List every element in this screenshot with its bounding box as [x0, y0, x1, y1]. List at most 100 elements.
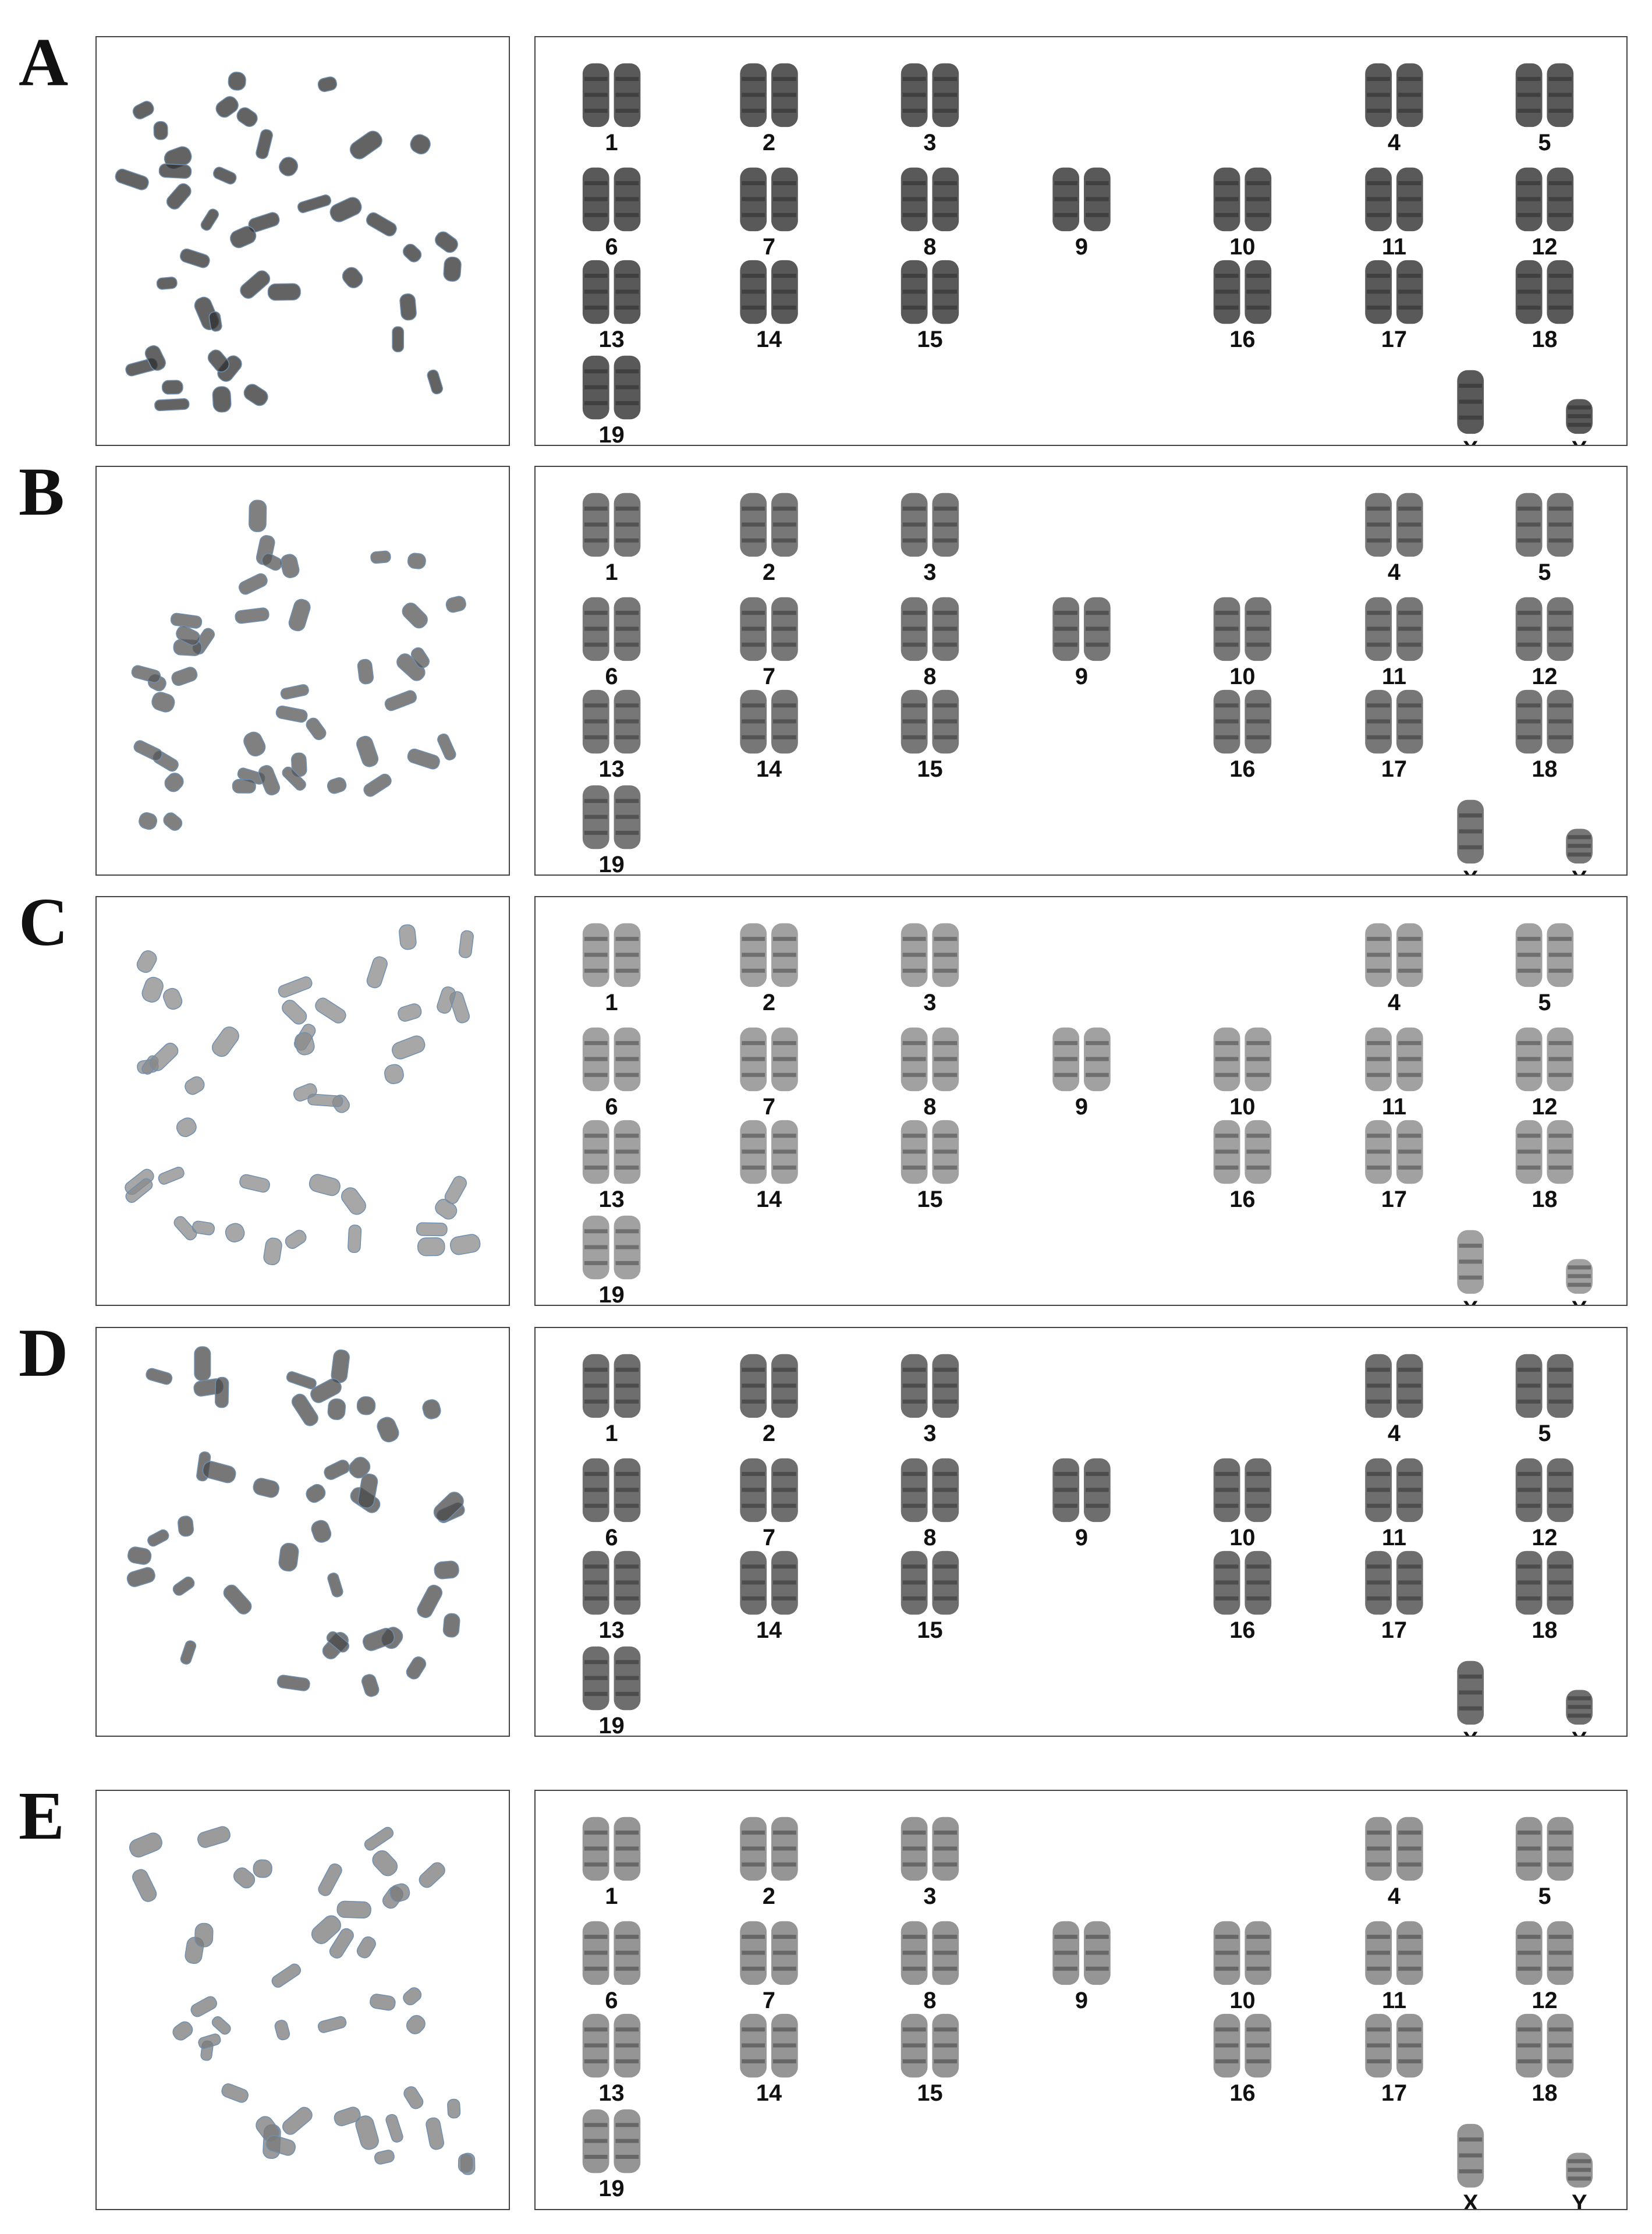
chromosome-blob — [377, 1417, 399, 1443]
chromosome-band — [615, 1399, 639, 1404]
chromosome-band — [934, 703, 958, 708]
chromosome-band — [615, 2059, 639, 2063]
chromosome-band — [615, 274, 639, 278]
chromosome-band — [934, 1057, 958, 1061]
chromosome-band — [615, 1165, 639, 1170]
chromosome-band — [615, 1691, 639, 1696]
chromosome-band — [1246, 181, 1270, 186]
chromosome-blob — [372, 1850, 398, 1877]
chromosome-blob — [265, 2135, 296, 2156]
chromosome-blob — [410, 134, 431, 155]
chromosome-blob — [434, 1560, 459, 1580]
chromosome-band — [584, 815, 608, 819]
chromosome-band — [773, 642, 796, 647]
chromosome-band — [584, 611, 608, 615]
chromosome-band — [773, 1488, 796, 1492]
chromosome-blob — [406, 2015, 426, 2034]
chromosome-band — [773, 611, 796, 615]
chromosome-12 — [1547, 597, 1574, 661]
chromosome-14 — [740, 2013, 767, 2078]
chromosome-band — [1517, 1950, 1541, 1955]
chromosome-blob — [318, 2016, 347, 2033]
chromosome-band — [934, 1862, 958, 1867]
chromosome-label-16: 16 — [1229, 2080, 1255, 2106]
chromosome-band — [1367, 1472, 1390, 1477]
chromosome-blob — [280, 684, 309, 700]
chromosome-band — [772, 1831, 796, 1835]
chromosome-band — [1246, 213, 1270, 217]
chromosome-band — [1517, 1149, 1541, 1154]
chromosome-band — [902, 108, 926, 113]
chromosome-15 — [901, 1120, 928, 1184]
chromosome-label-10: 10 — [1229, 1988, 1255, 2013]
chromosome-band — [615, 1368, 639, 1372]
chromosome-band — [1517, 1580, 1541, 1585]
chromosome-band — [584, 2123, 608, 2127]
chromosome-band — [902, 213, 926, 217]
chromosome-band — [934, 626, 958, 631]
chromosome-label-10: 10 — [1229, 664, 1255, 689]
metaphase-spread-image — [95, 896, 510, 1306]
panel-letter: C — [19, 884, 69, 960]
chromosome-band — [1085, 1950, 1109, 1955]
chromosome-band — [1085, 197, 1109, 201]
chromosome-band — [902, 642, 926, 647]
chromosome-13 — [614, 260, 641, 324]
chromosome-blob — [444, 1176, 467, 1205]
chromosome-band — [773, 1057, 796, 1061]
chromosome-band — [1517, 213, 1541, 217]
chromosome-band — [1517, 1966, 1541, 1971]
chromosome-band — [1398, 1057, 1421, 1061]
chromosome-band — [615, 1057, 639, 1061]
chromosome-label-11: 11 — [1382, 234, 1406, 260]
chromosome-band — [615, 1676, 639, 1680]
chromosome-blob — [309, 1174, 341, 1196]
chromosome-label-8: 8 — [923, 234, 936, 260]
chromosome-band — [1085, 642, 1109, 647]
chromosome-3 — [901, 63, 928, 128]
metaphase-spread-image — [95, 36, 510, 446]
chromosome-16 — [1245, 689, 1272, 754]
chromosome-1 — [614, 493, 641, 557]
chromosome-blob — [253, 1478, 279, 1498]
chromosome-blob — [392, 1035, 426, 1060]
chromosome-band — [615, 385, 639, 390]
chromosome-band — [773, 1399, 796, 1404]
chromosome-label-6: 6 — [605, 664, 618, 689]
chromosome-band — [773, 719, 796, 724]
chromosome-band — [934, 968, 958, 973]
chromosome-band — [902, 1149, 926, 1154]
chromosome-band — [1246, 1149, 1270, 1154]
chromosome-label-18: 18 — [1532, 756, 1557, 782]
chromosome-blob — [406, 1656, 427, 1680]
chromosome-band — [584, 1831, 608, 1835]
chromosome-blob — [311, 1520, 332, 1543]
chromosome-blob — [318, 1863, 342, 1896]
chromosome-14 — [740, 1550, 767, 1615]
chromosome-label-7: 7 — [763, 1988, 775, 2013]
chromosome-label-17: 17 — [1381, 2080, 1407, 2106]
chromosome-18 — [1547, 689, 1574, 754]
chromosome-band — [1568, 1265, 1591, 1270]
chromosome-label-11: 11 — [1382, 1988, 1406, 2013]
chromosome-19 — [582, 1646, 609, 1711]
chromosome-11 — [1396, 1458, 1423, 1523]
chromosome-8 — [901, 167, 928, 232]
chromosome-blob — [154, 398, 190, 412]
chromosome-band — [1548, 2043, 1572, 2048]
chromosome-blob — [282, 2106, 313, 2135]
chromosome-band — [902, 1935, 926, 1939]
chromosome-18 — [1515, 689, 1543, 754]
chromosome-blob — [384, 1064, 404, 1084]
chromosome-band — [1054, 1966, 1078, 1971]
chromosome-band — [1367, 703, 1390, 708]
chromosome-label-8: 8 — [923, 1525, 936, 1550]
chromosome-band — [615, 830, 639, 835]
chromosome-band — [902, 1950, 926, 1955]
chromosome-label-5: 5 — [1538, 1421, 1551, 1446]
chromosome-label-x: X — [1463, 1727, 1479, 1736]
chromosome-band — [1054, 642, 1078, 647]
chromosome-label-6: 6 — [605, 1094, 618, 1120]
chromosome-band — [1548, 2027, 1572, 2032]
chromosome-band — [1367, 719, 1390, 724]
